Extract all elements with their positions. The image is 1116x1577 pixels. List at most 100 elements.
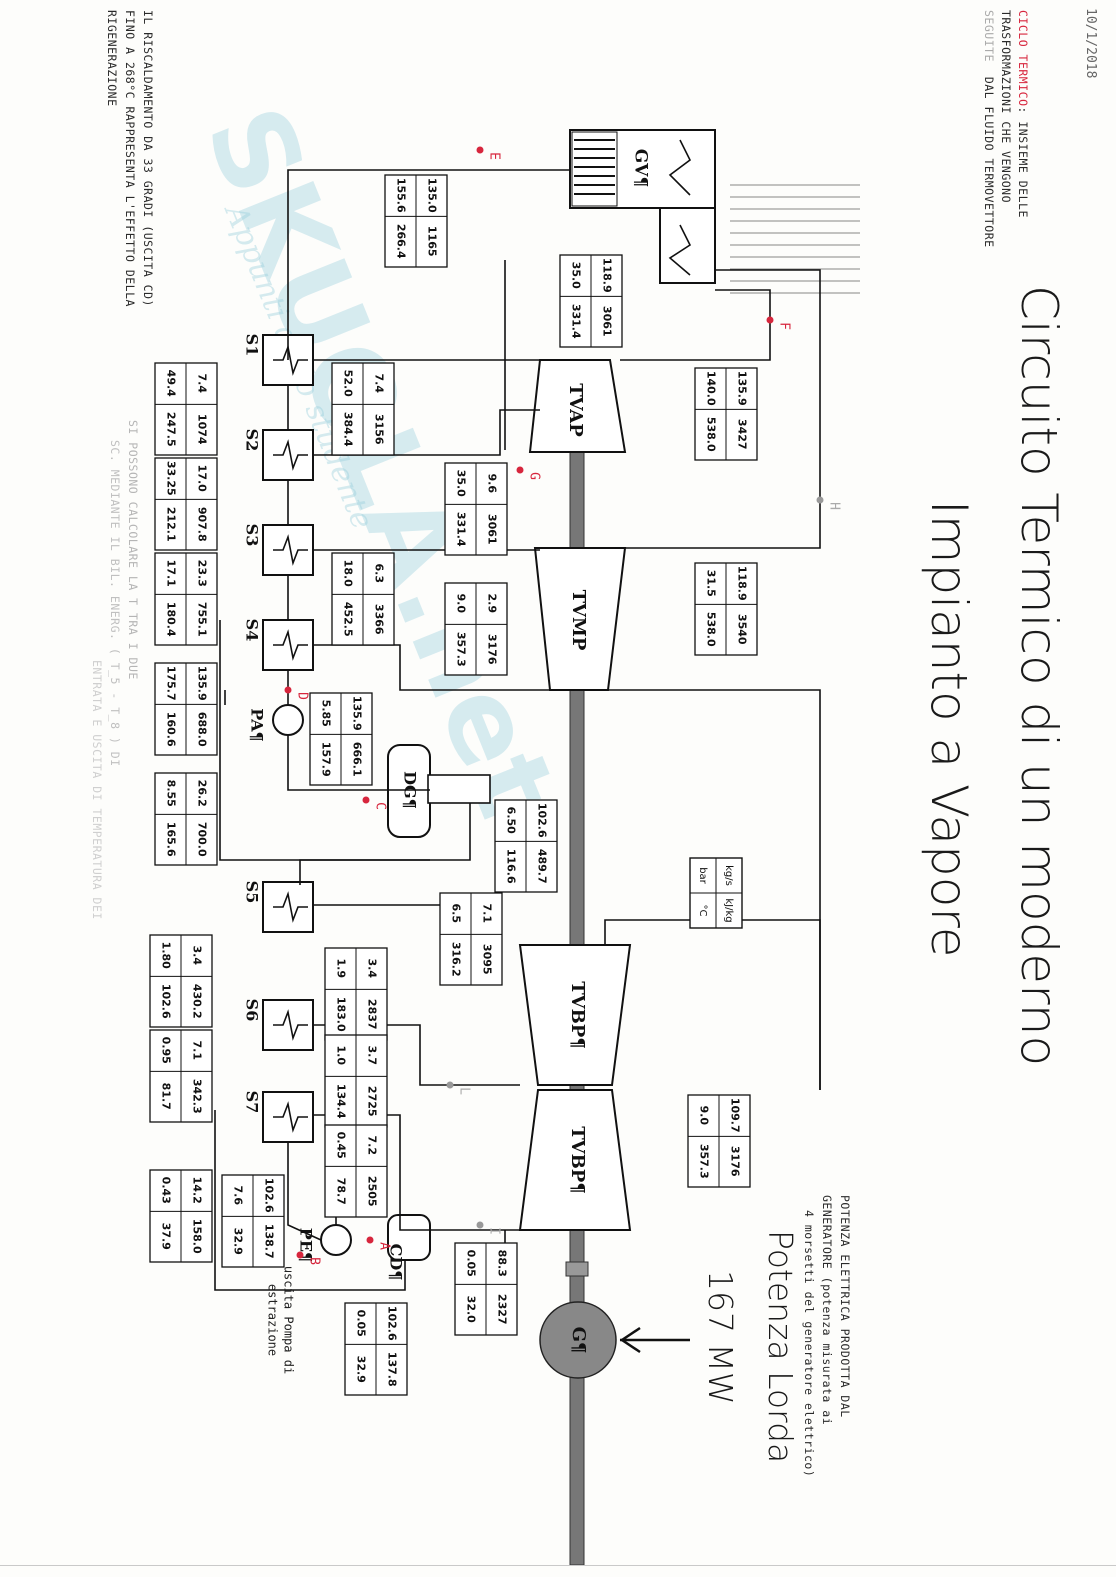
value-enthalpy: 666.1 xyxy=(351,742,364,777)
point-H-marker xyxy=(816,496,824,504)
point-A-label: A xyxy=(377,1242,392,1250)
value-pressure: 7.6 xyxy=(232,1185,245,1205)
pipe-0 xyxy=(287,169,570,360)
point-B-note: uscita Pompa di xyxy=(282,1266,296,1374)
tv-bp-2-label: TVBP¶ xyxy=(567,1126,588,1194)
value-enthalpy: 3540 xyxy=(736,614,749,645)
value-flow: 102.6 xyxy=(263,1178,276,1213)
heater-s5-label: S5 xyxy=(243,881,262,904)
heater-s3-label: S3 xyxy=(243,524,262,547)
value-temperature: 165.6 xyxy=(165,822,178,857)
value-pressure: 0.43 xyxy=(160,1177,173,1204)
value-enthalpy: 3095 xyxy=(481,944,494,975)
value-pressure: 5.85 xyxy=(320,700,333,727)
heater-s6-label: S6 xyxy=(243,999,262,1022)
value-temperature: 452.5 xyxy=(342,602,355,637)
point-I-label: I xyxy=(487,1227,502,1235)
value-pressure: 6.50 xyxy=(505,807,518,834)
heater-s1-coil xyxy=(273,344,308,376)
value-flow: 14.2 xyxy=(191,1177,204,1204)
value-enthalpy: 688.0 xyxy=(196,712,209,747)
tv-mp-label: TVMP xyxy=(568,590,589,651)
value-temperature: 134.4 xyxy=(335,1084,348,1119)
value-flow: 26.2 xyxy=(196,780,209,807)
point-L-marker xyxy=(446,1081,454,1089)
pipe-23 xyxy=(604,919,821,1090)
value-pressure: 35.0 xyxy=(570,262,583,289)
value-pressure: 18.0 xyxy=(342,560,355,587)
value-temperature: 212.1 xyxy=(165,507,178,542)
value-flow: 9.6 xyxy=(486,473,499,493)
point-F-marker xyxy=(766,316,774,324)
value-temperature: 331.4 xyxy=(455,512,468,547)
generator-label: G¶ xyxy=(568,1327,589,1354)
condenser-cd xyxy=(387,1214,431,1261)
heater-s4-coil xyxy=(273,629,308,661)
value-flow: 7.1 xyxy=(191,1040,204,1060)
value-enthalpy: 2505 xyxy=(366,1176,379,1207)
value-pressure: 0.05 xyxy=(465,1250,478,1277)
value-flow: 7.1 xyxy=(481,903,494,923)
point-E-label: E xyxy=(487,152,502,160)
point-F-label: F xyxy=(777,322,792,330)
value-temperature: 78.7 xyxy=(335,1178,348,1205)
generator xyxy=(539,1301,617,1379)
value-temperature: 32.0 xyxy=(465,1296,478,1323)
tv-bp-1-label: TVBP¶ xyxy=(567,981,588,1049)
value-flow: 3.4 xyxy=(191,945,204,965)
pipe-13 xyxy=(299,803,471,885)
value-enthalpy: 158.0 xyxy=(191,1219,204,1254)
value-flow: 135.9 xyxy=(196,666,209,701)
pipe-5 xyxy=(287,735,430,791)
heater-s7-label: S7 xyxy=(243,1091,262,1114)
point-D-marker xyxy=(284,686,292,694)
pump-pe xyxy=(320,1224,352,1256)
legend-bar: bar xyxy=(697,867,708,884)
legend-kgs: kg/s xyxy=(723,865,734,886)
value-pressure: 0.05 xyxy=(355,1310,368,1337)
value-enthalpy: 3156 xyxy=(373,414,386,445)
value-flow: 7.2 xyxy=(366,1135,379,1155)
value-pressure: 140.0 xyxy=(705,371,718,406)
heater-s1-label: S1 xyxy=(243,334,262,357)
value-flow: 7.4 xyxy=(373,373,386,393)
value-pressure: 1.9 xyxy=(335,958,348,978)
point-H-label: H xyxy=(827,502,842,510)
pipe-19 xyxy=(214,1110,406,1291)
value-enthalpy: 138.7 xyxy=(263,1224,276,1259)
value-flow: 102.6 xyxy=(386,1306,399,1341)
point-C-marker xyxy=(362,796,370,804)
value-pressure: 17.1 xyxy=(165,560,178,587)
heater-s6-coil xyxy=(273,1009,308,1041)
value-enthalpy: 3061 xyxy=(601,306,614,337)
value-temperature: 357.3 xyxy=(698,1144,711,1179)
value-flow: 102.6 xyxy=(536,803,549,838)
heater-s2-label: S2 xyxy=(243,429,262,452)
value-enthalpy: 2327 xyxy=(496,1294,509,1325)
value-flow: 23.3 xyxy=(196,560,209,587)
value-enthalpy: 2837 xyxy=(366,999,379,1030)
value-temperature: 183.0 xyxy=(335,997,348,1032)
value-pressure: 6.5 xyxy=(450,903,463,923)
value-pressure: 155.6 xyxy=(395,178,408,213)
value-pressure: 0.95 xyxy=(160,1037,173,1064)
value-temperature: 81.7 xyxy=(160,1083,173,1110)
value-flow: 2.9 xyxy=(486,593,499,613)
condenser-label: CD¶ xyxy=(387,1244,406,1281)
value-pressure: 175.7 xyxy=(165,666,178,701)
